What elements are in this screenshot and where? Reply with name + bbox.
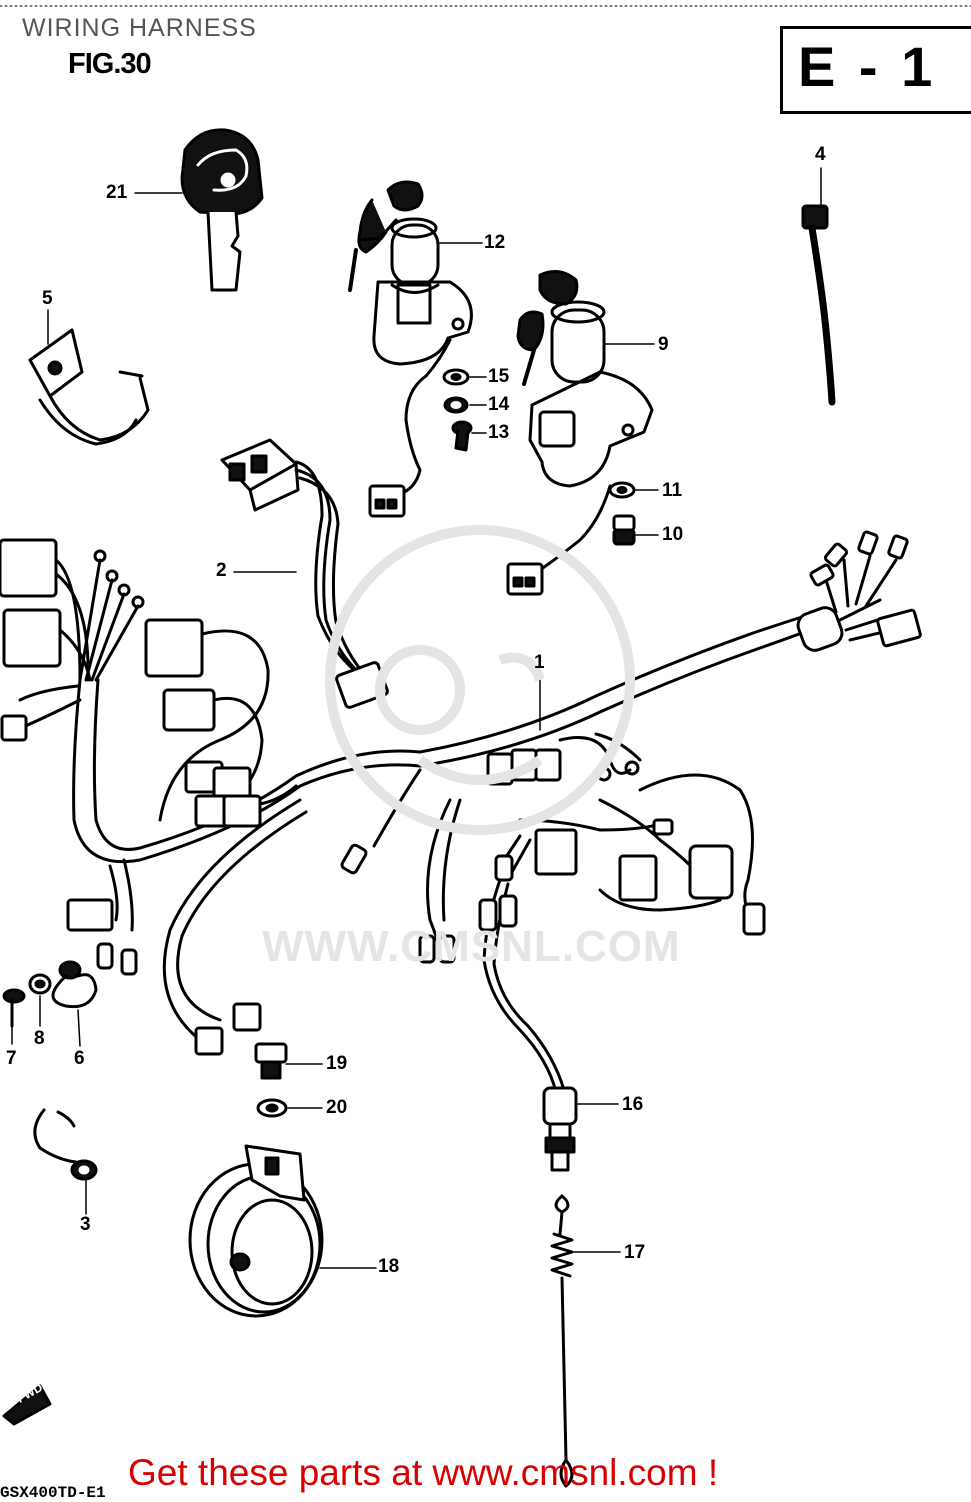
callout-13: 13	[488, 422, 510, 443]
washer-8-icon	[28, 973, 52, 995]
screw-13-icon	[451, 420, 473, 452]
clamp-6-icon	[51, 960, 98, 1009]
callout-17: 17	[624, 1242, 646, 1263]
switch-lead	[538, 484, 612, 572]
callout-4: 4	[815, 144, 826, 165]
horn-icon	[188, 1144, 324, 1318]
switch-assembly-icon	[516, 269, 654, 488]
main-harness-icon	[0, 530, 922, 1094]
figure-number: FIG.30	[68, 48, 152, 80]
bracket-clamp-icon	[28, 328, 150, 446]
watermark-logo-icon	[325, 525, 635, 835]
cable-tie-icon	[801, 204, 836, 406]
callout-14: 14	[488, 394, 510, 415]
screw-7-icon	[2, 988, 26, 1028]
callout-10: 10	[662, 524, 684, 545]
callout-16: 16	[622, 1094, 644, 1115]
callout-15: 15	[488, 366, 510, 387]
callout-18: 18	[378, 1256, 400, 1277]
callout-5: 5	[42, 288, 53, 309]
callout-9: 9	[658, 334, 669, 355]
parts-link-banner[interactable]: Get these parts at www.cmsnl.com !	[128, 1452, 719, 1493]
callout-6: 6	[74, 1048, 85, 1069]
callout-1: 1	[534, 652, 545, 673]
page-title: WIRING HARNESS	[22, 14, 257, 42]
bolt-10-icon	[612, 514, 636, 546]
callout-2: 2	[216, 560, 227, 581]
callout-3: 3	[80, 1214, 91, 1235]
callout-7: 7	[6, 1048, 17, 1069]
callout-19: 19	[326, 1053, 348, 1074]
ignition-switch-icon	[348, 180, 473, 366]
rear-brake-switch-icon	[542, 1086, 578, 1172]
callout-21: 21	[106, 182, 128, 203]
section-code: E - 1	[798, 35, 937, 98]
key-icon	[180, 128, 264, 292]
callout-20: 20	[326, 1097, 348, 1118]
section-code-box	[780, 26, 971, 114]
forward-arrow-icon	[2, 1384, 52, 1426]
washer-20-icon	[256, 1098, 288, 1118]
sub-harness-icon	[220, 438, 389, 709]
model-code: GSX400TD-E1	[0, 1484, 106, 1502]
callout-8: 8	[34, 1028, 45, 1049]
ignition-lead	[398, 338, 452, 496]
spring-icon	[550, 1194, 574, 1488]
clamp-3-icon	[33, 1108, 98, 1181]
callout-11: 11	[662, 480, 683, 501]
watermark-text: WWW.CMSNL.COM	[262, 922, 681, 971]
bolt-19-icon	[254, 1042, 288, 1080]
callout-12: 12	[484, 232, 506, 253]
